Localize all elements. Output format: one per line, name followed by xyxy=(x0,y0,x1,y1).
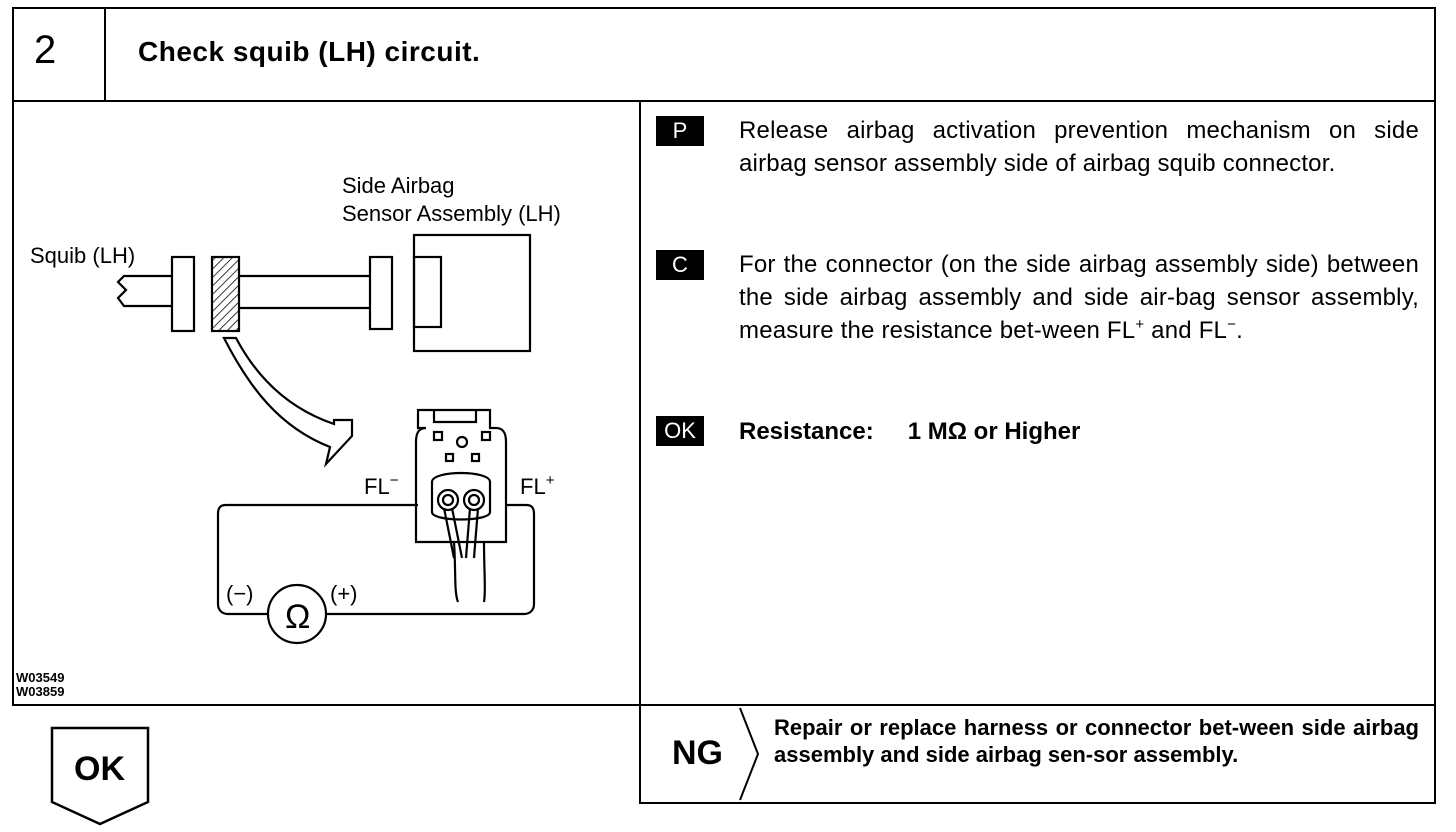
column-divider xyxy=(639,100,641,804)
meter-minus-label: (−) xyxy=(226,581,254,606)
badge-p: P xyxy=(656,116,704,146)
connector-detail xyxy=(414,408,508,544)
ok-label: OK xyxy=(74,750,125,788)
fl-minus-label: FL− xyxy=(364,472,399,499)
hatched-connector xyxy=(210,255,241,333)
ohmmeter xyxy=(266,583,328,645)
meter-loop xyxy=(226,503,536,616)
squib-connector xyxy=(170,255,196,333)
figure-code-2: W03859 xyxy=(16,684,65,699)
step-title: Check squib (LH) circuit. xyxy=(138,36,481,67)
instruction-p-text: Release airbag activation prevention mec… xyxy=(739,117,1419,177)
ng-label: NG xyxy=(672,734,723,772)
step-number-divider xyxy=(104,7,106,102)
badge-ok: OK xyxy=(656,416,704,446)
ng-text: Repair or replace harness or connector b… xyxy=(774,715,1419,767)
instruction-c-text: For the connector (on the side airbag as… xyxy=(739,251,1419,344)
sensor-assembly xyxy=(412,233,532,353)
ng-chevron xyxy=(739,707,760,801)
ng-box xyxy=(639,704,1436,804)
figure-code-1: W03549 xyxy=(16,670,65,685)
sensor-socket xyxy=(412,255,443,329)
ok-arrow-box xyxy=(50,726,150,826)
ohm-symbol: Ω xyxy=(285,598,310,636)
step-number: 2 xyxy=(34,28,57,72)
badge-c: C xyxy=(656,250,704,280)
fl-plus-label: FL+ xyxy=(520,472,555,499)
harness xyxy=(239,274,370,310)
resistance-spec: Resistance: 1 MΩ or Higher xyxy=(739,415,1080,448)
curved-arrow xyxy=(222,336,354,468)
sensor-label: Side Airbag Sensor Assembly (LH) xyxy=(342,173,561,226)
squib-wire xyxy=(116,274,172,308)
resistance-label: Resistance: xyxy=(739,418,874,445)
cable xyxy=(452,541,486,603)
resistance-value: 1 MΩ or Higher xyxy=(907,418,1081,445)
wiring-diagram: Ω xyxy=(116,233,536,645)
squib-label: Squib (LH) xyxy=(30,243,136,268)
sensor-connector xyxy=(368,255,394,331)
meter-plus-label: (+) xyxy=(330,581,358,606)
